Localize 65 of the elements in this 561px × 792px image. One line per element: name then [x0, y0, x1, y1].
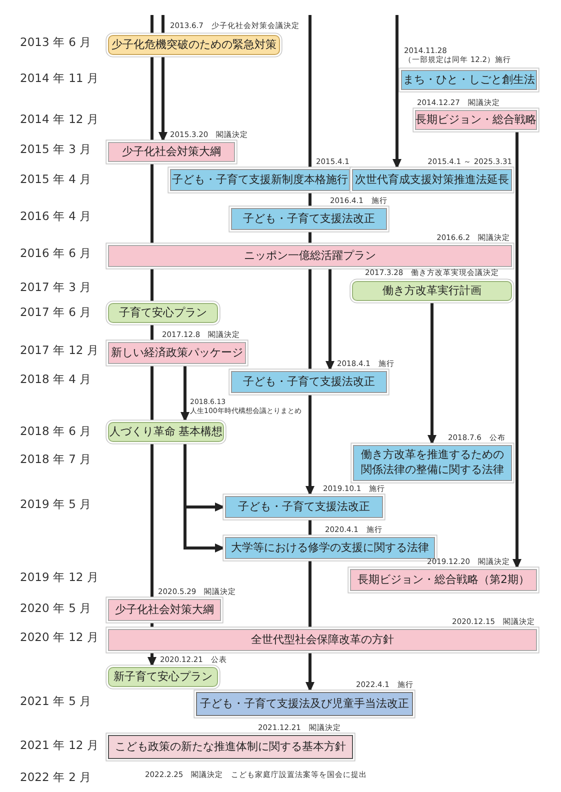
arrow: [306, 651, 314, 692]
arrow: [148, 651, 156, 667]
connector-line: [308, 15, 312, 169]
year-month-label: 2015 年 3 月: [20, 142, 92, 157]
plan-box: 人づくり革命 基本構想: [108, 422, 224, 442]
plan-box: 働き方改革実行計画: [352, 281, 512, 301]
year-month-label: 2018 年 6 月: [20, 424, 92, 439]
cabinet-decision-box: 少子化社会対策大綱: [108, 142, 235, 162]
connector-line: [150, 364, 154, 422]
connector-line: [150, 162, 154, 245]
cabinet-decision-box: 長期ビジョン・総合戦略（第2期）: [350, 569, 537, 591]
law-box: 大学等における修学の支援に関する法律: [225, 537, 435, 559]
year-month-label: 2014 年 12 月: [20, 112, 99, 127]
year-month-label: 2016 年 6 月: [20, 246, 92, 261]
cabinet-decision-box: ニッポン一億総活躍プラン: [108, 245, 512, 267]
connector-line: [150, 267, 154, 303]
connector-line: [150, 442, 154, 599]
year-month-label: 2017 年 12 月: [20, 343, 99, 358]
law-box: 子ども・子育て支援新制度本格施行: [170, 169, 350, 191]
year-month-label: 2020 年 5 月: [20, 601, 92, 616]
year-month-label: 2015 年 4 月: [20, 172, 92, 187]
law-box: 子ども・子育て支援法改正: [231, 371, 387, 393]
connector-line: [308, 518, 312, 537]
law-box: 次世代育成支援対策推進法延長: [352, 169, 512, 191]
year-month-label: 2018 年 4 月: [20, 372, 92, 387]
year-month-label: 2021 年 12 月: [20, 738, 99, 753]
law-box: 子ども・子育て支援法及び児童手当法改正: [196, 692, 413, 716]
cabinet-decision-box: 新しい経済政策パッケージ: [108, 342, 246, 364]
plan-box: 子育て安心プラン: [108, 303, 218, 323]
law-box: まち・ひと・しごと創生法: [401, 70, 537, 90]
arrow: [158, 55, 168, 142]
year-month-label: 2017 年 3 月: [20, 280, 92, 295]
cabinet-decision-box: 全世代型社会保障改革の方針: [108, 629, 537, 651]
arrow: [306, 393, 314, 496]
year-month-label: 2014 年 11 月: [20, 71, 99, 86]
cabinet-decision-box: 少子化社会対策大綱: [108, 599, 221, 621]
year-month-label: 2022 年 2 月: [20, 770, 92, 785]
year-month-label: 2013 年 6 月: [20, 35, 92, 50]
arrow: [428, 301, 436, 445]
connector-line: [150, 55, 154, 142]
arrow: [392, 15, 402, 169]
connector-line: [308, 559, 312, 629]
connector-line: [150, 323, 154, 342]
law-box: 子ども・子育て支援法改正: [225, 496, 383, 518]
arrow: [326, 267, 334, 371]
law-box: 働き方改革を推進するための関係法律の整備に関する法律: [353, 445, 512, 481]
cabinet-decision-box: 長期ビジョン・総合戦略: [415, 110, 537, 130]
arrow: [180, 364, 190, 422]
law-box: 子ども・子育て支援法改正: [231, 208, 387, 230]
cabinet-decision-box: こども政策の新たな推進体制に関する基本方針: [108, 735, 353, 759]
year-month-label: 2020 年 12 月: [20, 630, 99, 645]
year-month-label: 2019 年 5 月: [20, 497, 92, 512]
connector-line: [308, 267, 312, 371]
arrow: [512, 130, 522, 569]
connector-line: [308, 230, 312, 245]
year-month-label: 2016 年 4 月: [20, 209, 92, 224]
plan-box: 新子育て安心プラン: [108, 667, 218, 687]
connector-line: [162, 15, 164, 35]
connector-line: [150, 15, 154, 35]
measure-box: 少子化危機突破のための緊急対策: [108, 35, 280, 55]
connector-line: [308, 191, 312, 208]
year-month-label: 2019 年 12 月: [20, 570, 99, 585]
year-month-label: 2018 年 7 月: [20, 452, 92, 467]
year-month-label: 2017 年 6 月: [20, 305, 92, 320]
year-month-label: 2021 年 5 月: [20, 694, 92, 709]
